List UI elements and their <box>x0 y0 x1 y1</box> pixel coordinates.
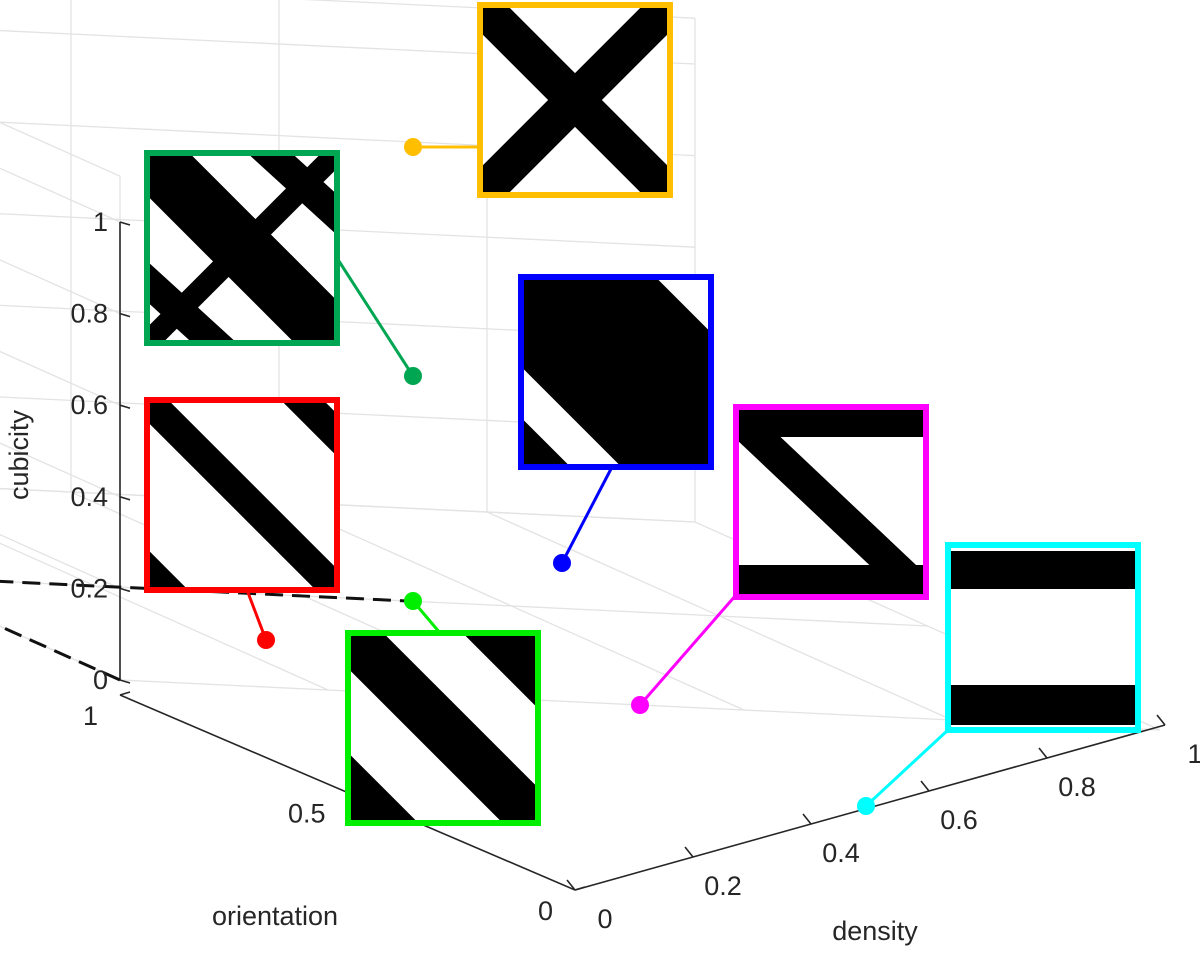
cubicity-tick-label: 0.2 <box>70 573 108 603</box>
inset-pattern <box>348 633 538 823</box>
pattern-band <box>480 5 670 195</box>
inset-red <box>144 397 340 593</box>
density-tick <box>566 879 576 891</box>
density-tick <box>1156 714 1166 726</box>
pattern-band <box>462 633 538 709</box>
inset-blue <box>518 274 714 470</box>
density-axis-title: density <box>832 916 918 946</box>
cubicity-tick-label: 0.6 <box>70 390 108 420</box>
data-point-blue <box>553 554 571 572</box>
orientation-tick-label: 0.5 <box>288 799 326 829</box>
orientation-axis-title: orientation <box>212 901 338 931</box>
pattern-bar <box>948 685 1138 725</box>
cubicity-tick <box>119 221 131 226</box>
cubicity-tick <box>119 496 131 501</box>
inset-pattern <box>480 5 670 195</box>
inset-magenta <box>733 404 929 600</box>
pattern-band <box>736 407 926 597</box>
pattern-band <box>147 153 337 343</box>
leader-line-blue <box>560 466 614 564</box>
reference-dashed-line <box>0 624 121 682</box>
grid-line <box>0 534 121 589</box>
cubicity-axis-title: cubicity <box>4 409 34 500</box>
density-tick-label: 0.6 <box>940 805 978 835</box>
inset-pattern <box>948 545 1138 730</box>
density-tick-label: 1 <box>1187 739 1200 769</box>
inset-frame-blue <box>518 274 714 470</box>
density-tick <box>684 846 694 858</box>
leader-line-dark-green <box>333 254 415 377</box>
cubicity-tick-label: 0.8 <box>70 299 108 329</box>
inset-pattern <box>736 407 926 597</box>
inset-orange <box>477 2 673 198</box>
leader-line-magenta <box>638 594 738 706</box>
inset-pattern <box>147 153 337 343</box>
cubicity-tick <box>119 312 131 318</box>
inset-pattern <box>521 277 711 467</box>
inset-frame-red <box>144 397 340 593</box>
pattern-band <box>147 400 337 590</box>
orientation-tick <box>574 886 586 891</box>
inset-pattern <box>147 400 337 590</box>
grid-line <box>0 167 121 223</box>
density-tick-label: 0.8 <box>1058 772 1096 802</box>
density-tick-label: 0.2 <box>704 871 742 901</box>
density-tick-label: 0.4 <box>822 838 860 868</box>
cubicity-tick-label: 1 <box>93 207 108 237</box>
pattern-gap <box>521 366 622 467</box>
orientation-tick-label: 0 <box>538 896 553 926</box>
cubicity-tick <box>119 679 131 684</box>
inset-frame-cyan <box>945 542 1141 733</box>
cubicity-tick-label: 0.4 <box>70 482 108 512</box>
grid-line <box>0 259 121 315</box>
data-point-light-green <box>404 592 422 610</box>
data-point-cyan <box>857 797 875 815</box>
pattern-gap <box>655 277 711 333</box>
cubicity-tick <box>119 404 131 409</box>
pattern-band <box>348 633 538 823</box>
density-tick-label: 0 <box>597 904 612 934</box>
inset-frame-magenta <box>733 404 929 600</box>
inset-cyan <box>945 542 1141 733</box>
cubicity-tick-label: 0 <box>93 665 108 695</box>
density-tick <box>1038 747 1048 759</box>
density-tick <box>920 780 930 792</box>
pattern-band <box>147 260 237 343</box>
data-point-red <box>257 631 275 649</box>
density-tick <box>802 813 812 825</box>
pattern-band <box>247 153 337 236</box>
orientation-tick <box>119 691 131 696</box>
pattern-bar <box>948 551 1138 589</box>
grid-line <box>0 350 121 406</box>
pattern-band <box>348 752 419 823</box>
data-point-orange <box>404 138 422 156</box>
grid-line <box>0 121 121 177</box>
pattern-band <box>280 400 337 457</box>
cubicity-tick <box>119 587 131 593</box>
data-point-dark-green <box>404 367 422 385</box>
inset-light-green <box>345 630 541 826</box>
data-point-magenta <box>631 696 649 714</box>
leader-line-cyan <box>864 728 950 808</box>
inset-frame-light-green <box>345 630 541 826</box>
inset-frame-orange <box>477 2 673 198</box>
grid-line <box>0 442 121 498</box>
inset-dark-green <box>144 150 340 346</box>
inset-frame-dark-green <box>144 150 340 346</box>
orientation-tick-label: 1 <box>83 701 98 731</box>
